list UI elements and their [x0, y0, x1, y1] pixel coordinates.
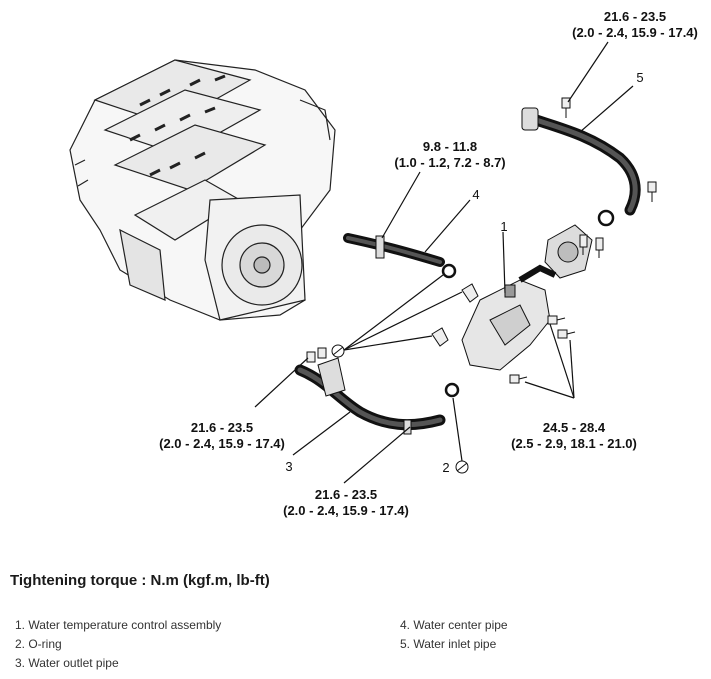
bolt-icon: [547, 315, 566, 325]
torque-conversion: (2.0 - 2.4, 15.9 - 17.4): [159, 436, 285, 451]
water-inlet-pipe: [521, 97, 657, 227]
engine-illustration: [69, 59, 336, 321]
torque-label-top-right: 21.6 - 23.5 (2.0 - 2.4, 15.9 - 17.4): [572, 9, 698, 40]
torque-label-outlet-bottom: 21.6 - 23.5 (2.0 - 2.4, 15.9 - 17.4): [283, 487, 409, 518]
callout-2: 2: [442, 460, 449, 475]
water-temperature-control-assembly: [461, 224, 604, 384]
legend-item: 2. O-ring: [15, 637, 62, 651]
water-center-pipe: [343, 233, 479, 347]
o-ring-symbol: [331, 344, 469, 474]
torque-value: 9.8 - 11.8: [423, 139, 477, 154]
torque-value: 21.6 - 23.5: [604, 9, 666, 24]
torque-value: 21.6 - 23.5: [315, 487, 377, 502]
callout-3: 3: [285, 459, 292, 474]
leader-lines: [254, 41, 634, 484]
bolt-icon: [595, 237, 604, 258]
callout-5: 5: [636, 70, 643, 85]
bolt-icon: [557, 329, 576, 339]
torque-value: 21.6 - 23.5: [191, 420, 253, 435]
torque-conversion: (2.5 - 2.9, 18.1 - 21.0): [511, 436, 637, 451]
exploded-parts-diagram: 21.6 - 23.5 (2.0 - 2.4, 15.9 - 17.4) 9.8…: [69, 9, 698, 518]
bolt-icon: [317, 347, 327, 359]
torque-label-outlet-left: 21.6 - 23.5 (2.0 - 2.4, 15.9 - 17.4): [159, 420, 285, 451]
bolt-icon: [647, 181, 657, 202]
water-outlet-pipe: [294, 347, 460, 435]
callout-1: 1: [500, 219, 507, 234]
torque-conversion: (1.0 - 1.2, 7.2 - 8.7): [394, 155, 505, 170]
bolt-icon: [306, 351, 316, 363]
legend-item: 4. Water center pipe: [400, 618, 508, 632]
parts-legend-right: 4. Water center pipe 5. Water inlet pipe: [400, 616, 508, 654]
legend-item: 1. Water temperature control assembly: [15, 618, 222, 632]
bolt-icon: [579, 234, 588, 255]
torque-value: 24.5 - 28.4: [543, 420, 606, 435]
torque-label-thermostat: 24.5 - 28.4 (2.5 - 2.9, 18.1 - 21.0): [511, 420, 637, 451]
torque-conversion: (2.0 - 2.4, 15.9 - 17.4): [572, 25, 698, 40]
torque-label-center-pipe: 9.8 - 11.8 (1.0 - 1.2, 7.2 - 8.7): [394, 139, 505, 170]
parts-legend-left: 1. Water temperature control assembly 2.…: [15, 616, 221, 673]
legend-item: 3. Water outlet pipe: [15, 656, 119, 670]
bolt-icon: [561, 97, 571, 118]
legend-item: 5. Water inlet pipe: [400, 637, 497, 651]
callout-4: 4: [472, 187, 479, 202]
torque-units-heading: Tightening torque : N.m (kgf.m, lb-ft): [10, 572, 270, 589]
torque-conversion: (2.0 - 2.4, 15.9 - 17.4): [283, 503, 409, 518]
bolt-icon: [509, 374, 528, 384]
